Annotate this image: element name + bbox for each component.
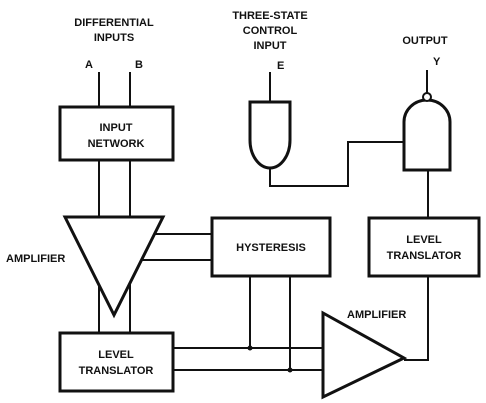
amplifier-left-label: AMPLIFIER <box>6 253 65 265</box>
input-network-box <box>58 105 175 162</box>
wire-and-nand <box>269 141 404 187</box>
output-y-label: Y <box>433 56 441 68</box>
level-translator-left-box <box>58 331 175 393</box>
nand-output-bubble <box>422 92 432 102</box>
junction-dot-1 <box>247 345 253 351</box>
input-network-label-1: INPUT <box>100 122 133 134</box>
input-b-label: B <box>135 59 143 71</box>
junction-dot-2 <box>287 367 293 373</box>
level-translator-left-label-2: TRANSLATOR <box>79 365 154 377</box>
level-translator-right-label-2: TRANSLATOR <box>387 250 462 262</box>
level-translator-right-label-1: LEVEL <box>406 234 442 246</box>
and-gate <box>248 100 292 170</box>
hysteresis-box <box>210 216 332 278</box>
wire-amp2-lt <box>404 276 429 361</box>
input-a-label: A <box>85 59 93 71</box>
output-label: OUTPUT <box>402 35 448 47</box>
hysteresis-label: HYSTERESIS <box>236 242 306 254</box>
nand-gate <box>402 98 452 172</box>
input-network-label-2: NETWORK <box>88 138 145 150</box>
differential-inputs-label-2: INPUTS <box>94 32 134 44</box>
input-e-label: E <box>277 60 284 72</box>
amplifier-left-triangle <box>62 215 166 319</box>
level-translator-left-label-1: LEVEL <box>98 349 134 361</box>
three-state-label-2: CONTROL <box>243 25 298 37</box>
differential-inputs-label-1: DIFFERENTIAL <box>74 17 154 29</box>
amplifier-bottom-triangle <box>321 310 408 400</box>
three-state-label-1: THREE-STATE <box>232 10 307 22</box>
three-state-label-3: INPUT <box>254 40 287 52</box>
amplifier-bottom-label: AMPLIFIER <box>347 309 406 321</box>
level-translator-right-box <box>367 216 481 278</box>
